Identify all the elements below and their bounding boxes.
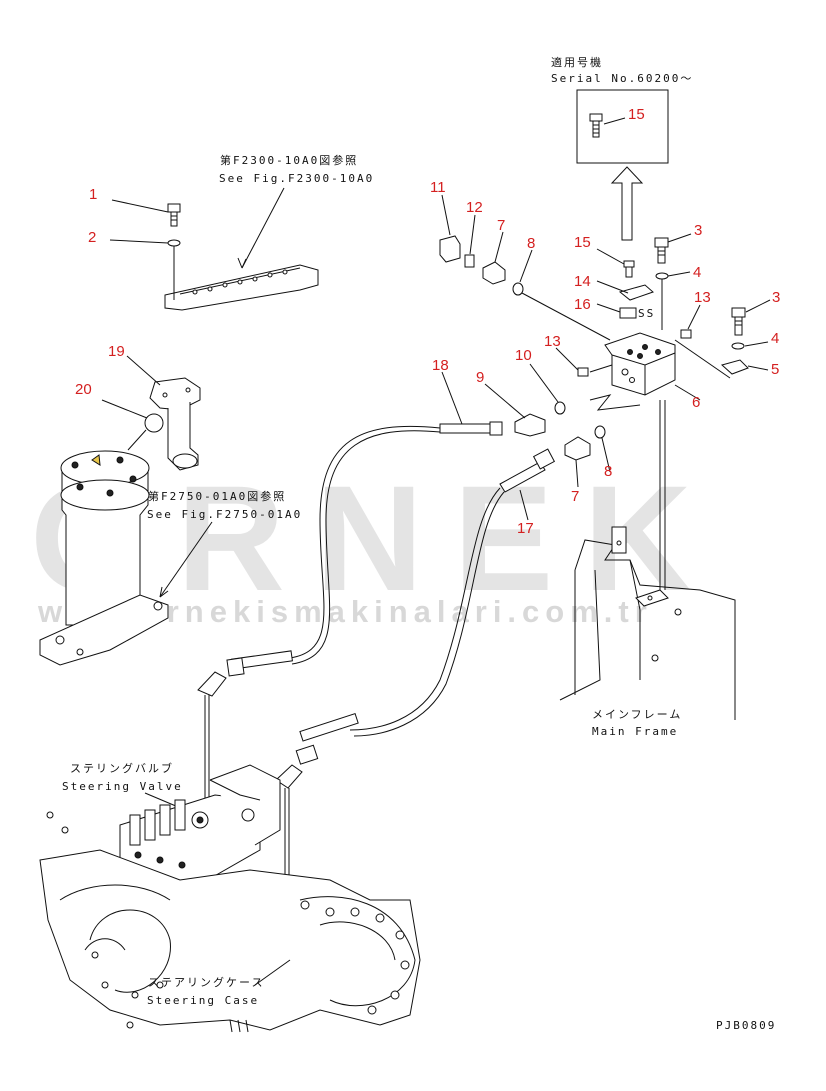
clip bbox=[720, 359, 749, 375]
callout-13-right: 13 bbox=[694, 289, 711, 306]
filter-assembly: 19 20 第F2750-01A0図参照 See Fig.F2750-01A0 bbox=[39, 343, 302, 666]
steering-case-en: Steering Case bbox=[147, 994, 259, 1007]
callout-1: 1 bbox=[89, 186, 97, 203]
adapter-top bbox=[482, 261, 506, 285]
serial-title: 適用号機 bbox=[551, 55, 603, 69]
drawing-code: PJB0809 bbox=[716, 1019, 776, 1032]
ref-f2750-en: See Fig.F2750-01A0 bbox=[147, 508, 302, 521]
callout-7-lower: 7 bbox=[571, 488, 579, 505]
ref-f2300-en: See Fig.F2300-10A0 bbox=[219, 172, 374, 185]
ss-text: SS bbox=[638, 307, 655, 320]
callout-3-right: 3 bbox=[772, 289, 780, 306]
callout-17: 17 bbox=[517, 520, 534, 537]
steering-valve-en: Steering Valve bbox=[62, 780, 183, 793]
callout-18: 18 bbox=[432, 357, 449, 374]
valve-assembly: 11 12 7 8 6 14 SS 16 15 bbox=[430, 179, 780, 537]
callout-10: 10 bbox=[515, 347, 532, 364]
elbow-fitting bbox=[514, 413, 546, 437]
ref-f2750-jp: 第F2750-01A0図参照 bbox=[148, 489, 286, 503]
callout-5: 5 bbox=[771, 361, 779, 378]
callout-13-left: 13 bbox=[544, 333, 561, 350]
callout-3-upper: 3 bbox=[694, 222, 702, 239]
callout-15-block: 15 bbox=[574, 234, 591, 251]
mounting-bracket bbox=[164, 264, 319, 311]
steering-case bbox=[39, 849, 421, 1031]
nut bbox=[439, 235, 461, 263]
callout-4-right: 4 bbox=[771, 330, 779, 347]
filter-base bbox=[39, 594, 169, 666]
steering-unit: ステリングバルブ Steering Valve ステアリングケース St bbox=[39, 761, 421, 1033]
callout-14: 14 bbox=[574, 273, 591, 290]
callout-20: 20 bbox=[75, 381, 92, 398]
bolt-icon bbox=[589, 113, 603, 138]
callout-6: 6 bbox=[692, 394, 700, 411]
callout-11: 11 bbox=[430, 179, 446, 196]
hoses bbox=[197, 425, 505, 905]
callout-15-serial: 15 bbox=[628, 106, 645, 123]
main-frame: メインフレーム Main Frame bbox=[559, 400, 736, 738]
hose-end-17 bbox=[499, 461, 546, 493]
hose-end-18 bbox=[439, 423, 491, 434]
main-frame-en: Main Frame bbox=[592, 725, 678, 738]
elbow-lower bbox=[275, 764, 303, 789]
callout-2: 2 bbox=[88, 229, 96, 246]
ref-f2300-jp: 第F2300-10A0図参照 bbox=[220, 153, 358, 167]
name-plate bbox=[618, 284, 654, 301]
steering-valve-jp: ステリングバルブ bbox=[70, 761, 174, 775]
o-ring bbox=[144, 413, 164, 433]
elbow-upper bbox=[197, 671, 227, 697]
callout-16: 16 bbox=[574, 296, 591, 313]
serial-box: 適用号機 Serial No.60200〜 15 bbox=[551, 55, 693, 241]
callout-12: 12 bbox=[466, 199, 483, 216]
serial-frame bbox=[576, 89, 669, 164]
callout-9: 9 bbox=[476, 369, 484, 386]
callout-19: 19 bbox=[108, 343, 125, 360]
callout-7-top: 7 bbox=[497, 217, 505, 234]
callout-8-top: 8 bbox=[527, 235, 535, 252]
adapter-lower bbox=[564, 436, 591, 461]
main-frame-jp: メインフレーム bbox=[592, 708, 682, 721]
serial-text: Serial No.60200〜 bbox=[551, 72, 693, 85]
callout-8-lower: 8 bbox=[604, 463, 612, 480]
bracket-group: 第F2300-10A0図参照 See Fig.F2300-10A0 1 2 bbox=[88, 153, 374, 311]
steering-case-jp: ステアリングケース bbox=[148, 975, 264, 989]
bracket-holes bbox=[192, 269, 288, 295]
callout-4-upper: 4 bbox=[693, 264, 701, 281]
arrow-up-icon bbox=[610, 166, 644, 241]
